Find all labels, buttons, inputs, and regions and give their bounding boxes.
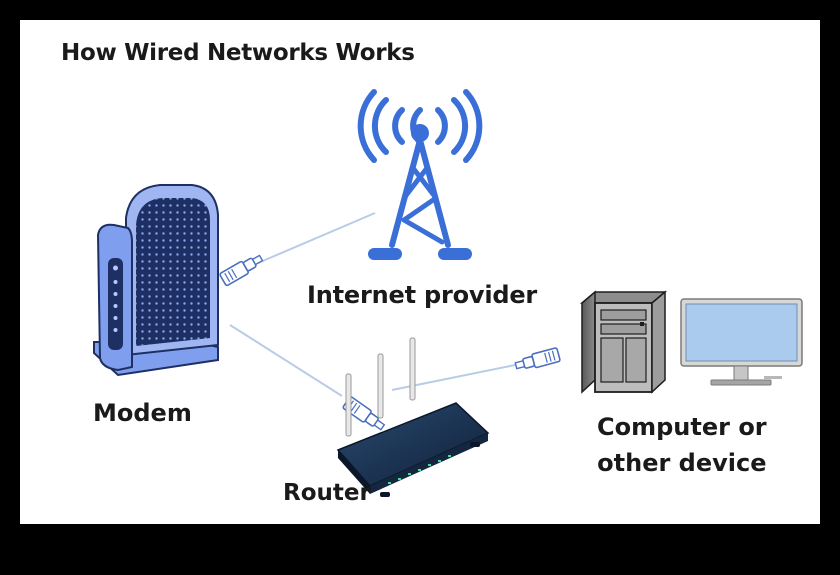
cell-tower-icon (357, 89, 483, 260)
network-illustration (93, 89, 803, 497)
modem-icon (93, 184, 219, 377)
ethernet-plug-icon (219, 254, 264, 287)
computer-label-line1: Computer or (597, 413, 767, 441)
desktop-computer-icon (579, 290, 803, 394)
cable-modem-router (229, 324, 343, 397)
modem-label: Modem (93, 399, 192, 427)
router-label: Router (283, 480, 371, 506)
cable-modem-provider (257, 212, 376, 264)
diagram-canvas: How Wired Networks Works Internet provid… (20, 20, 820, 524)
internet-provider-label: Internet provider (307, 281, 538, 309)
computer-label: Computer or other device (597, 409, 767, 481)
computer-label-line2: other device (597, 449, 767, 477)
router-icon (336, 337, 490, 497)
diagram-title: How Wired Networks Works (61, 40, 415, 66)
ethernet-plug-icon (514, 347, 561, 370)
